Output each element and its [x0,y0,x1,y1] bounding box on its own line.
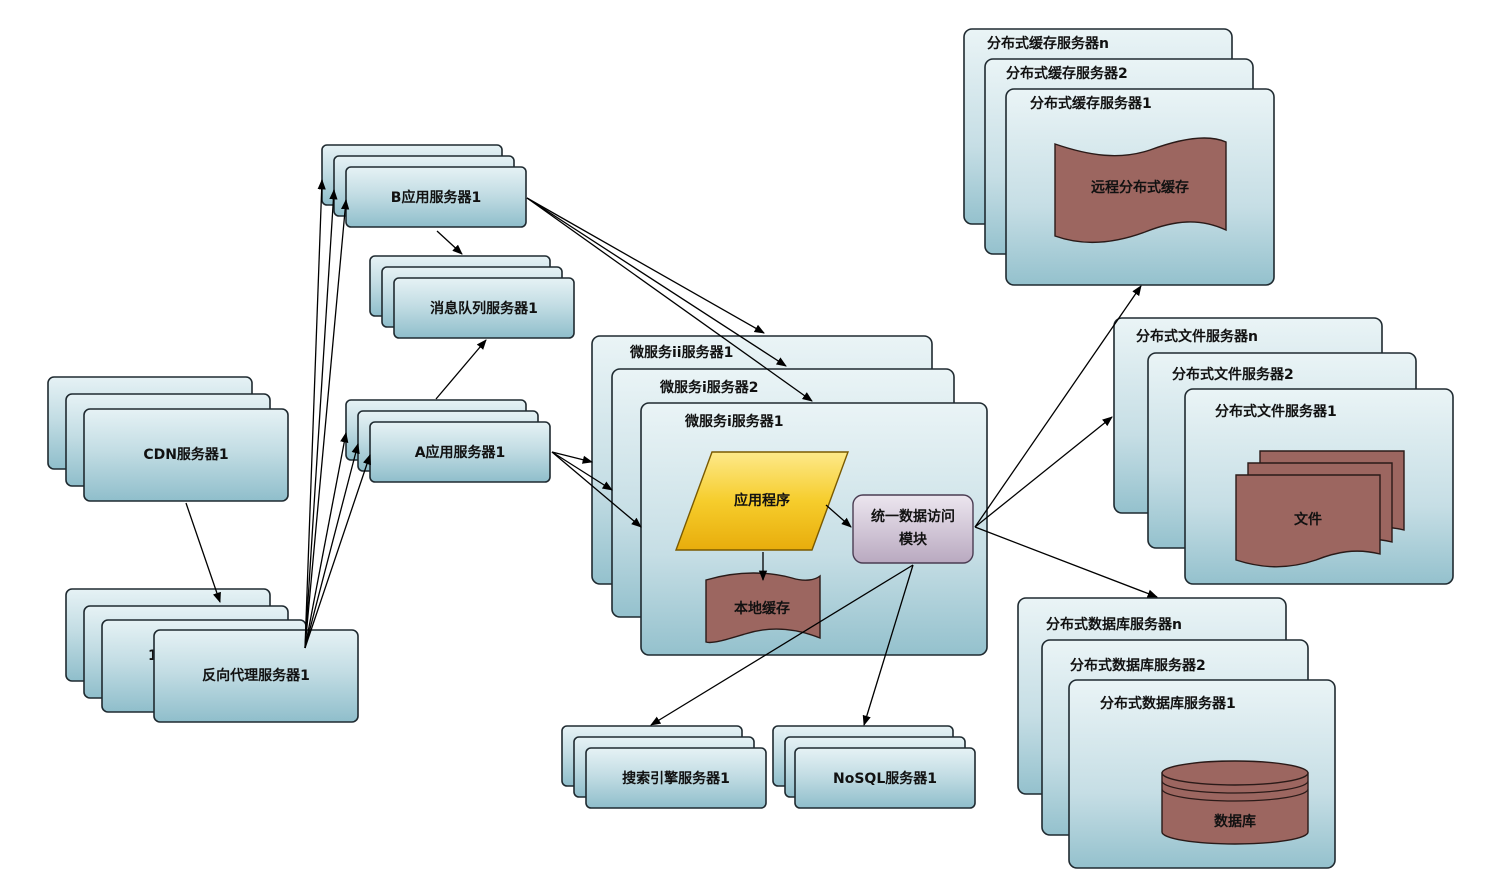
micro-i1-label: 微服务i服务器1 [684,413,784,430]
mq-label: 消息队列服务器1 [430,300,538,317]
nosql-stack: NoSQL服务器1 [772,725,976,809]
search-engine-stack: 搜索引擎服务器1 [561,725,767,809]
remote-cache-label: 远程分布式缓存 [1091,179,1189,196]
app-program-label: 应用程序 [734,492,790,509]
a-app-label: A应用服务器1 [415,444,506,461]
file-1-label: 分布式文件服务器1 [1215,403,1337,420]
unified-data-access-module [852,494,974,564]
distributed-file-stack: 分布式文件服务器n 分布式文件服务器2 分布式文件服务器1 文件 [1113,317,1454,585]
uda-label-line1: 统一数据访问 [871,508,955,525]
nosql-server-1 [794,747,976,809]
uda-label-line2: 模块 [899,531,928,548]
mq-server-1 [393,277,575,339]
db-1-label: 分布式数据库服务器1 [1100,695,1236,712]
a-app-server-stack: A应用服务器1 [345,399,551,483]
reverse-proxy-stack: 1 反向代理服务器1 [65,588,359,723]
distributed-db-stack: 分布式数据库服务器n 分布式数据库服务器2 分布式数据库服务器1 数据库 [1017,597,1336,869]
file-n-label: 分布式文件服务器n [1136,328,1258,345]
reverse-proxy-hidden-label: 1 [148,648,158,664]
cache-n-label: 分布式缓存服务器n [987,35,1109,52]
micro-i2-label: 微服务i服务器2 [659,379,759,396]
local-cache-label: 本地缓存 [734,600,790,617]
cdn-server-label: CDN服务器1 [143,446,228,463]
reverse-proxy-server-1 [153,629,359,723]
cdn-server-stack: CDN服务器1 [47,376,289,502]
microservice-stack: 微服务ii服务器1 微服务i服务器2 微服务i服务器1 应用程序 本地缓存 统一… [591,335,988,656]
a-app-server-1 [369,421,551,483]
mq-server-stack: 消息队列服务器1 [369,255,575,339]
database-cylinder-shape [1161,760,1309,845]
micro-ii-label: 微服务ii服务器1 [629,344,733,361]
search-engine-server-1 [585,747,767,809]
file-documents-shape [1235,450,1405,568]
remote-cache-shape [1054,137,1227,243]
file-label: 文件 [1294,511,1322,528]
b-app-server-stack: B应用服务器1 [321,144,527,228]
nosql-label: NoSQL服务器1 [833,770,937,787]
db-2-label: 分布式数据库服务器2 [1070,657,1206,674]
app-program-shape [674,451,850,551]
file-2-label: 分布式文件服务器2 [1172,366,1294,383]
distributed-cache-stack: 分布式缓存服务器n 分布式缓存服务器2 分布式缓存服务器1 远程分布式缓存 [963,28,1275,286]
cache-1-label: 分布式缓存服务器1 [1030,95,1152,112]
database-label: 数据库 [1214,813,1256,830]
b-app-server-1 [345,166,527,228]
b-app-label: B应用服务器1 [391,189,481,206]
db-n-label: 分布式数据库服务器n [1046,616,1182,633]
cdn-server-1 [83,408,289,502]
reverse-proxy-label: 反向代理服务器1 [202,667,310,684]
cache-2-label: 分布式缓存服务器2 [1006,65,1128,82]
search-label: 搜索引擎服务器1 [622,770,730,787]
connectors [185,178,1158,726]
